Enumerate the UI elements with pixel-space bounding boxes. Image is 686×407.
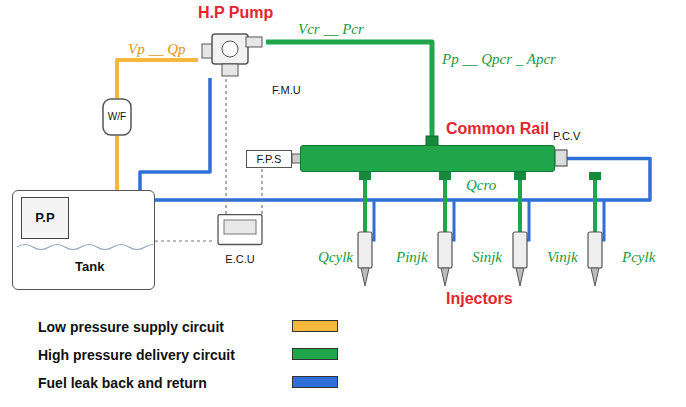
group-heading: Injectors bbox=[446, 290, 513, 308]
injector-nozzle bbox=[591, 268, 599, 286]
hp-pump: H.P Pump bbox=[198, 28, 266, 78]
hp-injector-line bbox=[363, 172, 367, 232]
filter-box: W/F bbox=[99, 98, 135, 136]
pcv-valve bbox=[555, 150, 567, 166]
legend-text: Fuel leak back and return bbox=[38, 375, 207, 391]
flow-symbol: Vcr __ Pcr bbox=[298, 21, 364, 38]
legend-text: High pressure delivery circuit bbox=[38, 347, 235, 363]
signal-name: Vinjk bbox=[547, 249, 578, 266]
ecu-case bbox=[218, 215, 262, 245]
pump-heading: H.P Pump bbox=[198, 4, 273, 22]
signal-name: Sinjk bbox=[472, 249, 502, 266]
legend-text: Low pressure supply circuit bbox=[38, 319, 224, 335]
fuel-tank: Tank P.P bbox=[12, 190, 155, 290]
tank-label: Tank bbox=[75, 260, 104, 275]
signal-wire bbox=[261, 168, 262, 214]
rail-heading: Common Rail bbox=[446, 120, 549, 138]
legend-swatch bbox=[292, 348, 338, 360]
high-pressure-pipe bbox=[266, 42, 432, 145]
part-name: P.C.V bbox=[553, 130, 580, 143]
return-pipe bbox=[140, 78, 210, 190]
signal-name: Pinjk bbox=[396, 249, 428, 266]
injector-nozzle bbox=[361, 268, 369, 286]
filter-label: W/F bbox=[108, 111, 126, 123]
sensor-box: F.P.S bbox=[246, 150, 292, 168]
rail-fitting bbox=[359, 172, 371, 180]
signal-wire bbox=[155, 240, 212, 241]
pump-cam bbox=[222, 41, 238, 57]
ecu-label: E.C.U bbox=[225, 253, 254, 266]
sensor-label: F.P.S bbox=[257, 153, 282, 166]
pump-body bbox=[212, 34, 248, 64]
metering-unit bbox=[222, 64, 238, 76]
rail-fitting bbox=[589, 172, 601, 180]
rail-fitting bbox=[439, 172, 451, 180]
fuel-level bbox=[17, 245, 153, 250]
ecu-screen bbox=[224, 220, 256, 234]
signal-wire bbox=[225, 78, 226, 214]
ecu-unit: E.C.U bbox=[212, 214, 268, 268]
injector-body bbox=[588, 232, 602, 268]
flow-symbol: Qcro bbox=[466, 177, 496, 194]
injector-body bbox=[358, 232, 372, 268]
part-name: F.M.U bbox=[272, 84, 301, 97]
injector-nozzle bbox=[516, 268, 524, 286]
filter-body bbox=[103, 99, 131, 135]
signal-name: Qcylk bbox=[318, 249, 353, 266]
supply-pipe bbox=[117, 60, 198, 98]
pump-outlet bbox=[246, 37, 262, 47]
pump-symbol bbox=[198, 28, 266, 78]
injector-body bbox=[438, 232, 452, 268]
flow-symbol: Vp __ Qp bbox=[128, 41, 186, 58]
hp-injector-line bbox=[593, 172, 597, 232]
legend-swatch bbox=[292, 320, 338, 332]
pump-label: P.P bbox=[35, 211, 54, 226]
signal-name: Pcylk bbox=[622, 249, 655, 266]
hp-injector-line bbox=[518, 172, 522, 232]
injector-body bbox=[513, 232, 527, 268]
common-rail: Common Rail bbox=[300, 145, 555, 172]
flow-symbol: Pp __ Qpcr _ Apcr bbox=[442, 51, 556, 68]
rail-fitting bbox=[514, 172, 526, 180]
hp-injector-line bbox=[443, 172, 447, 232]
pump-box: P.P bbox=[21, 197, 69, 239]
legend-swatch bbox=[292, 376, 338, 388]
injector-nozzle bbox=[441, 268, 449, 286]
